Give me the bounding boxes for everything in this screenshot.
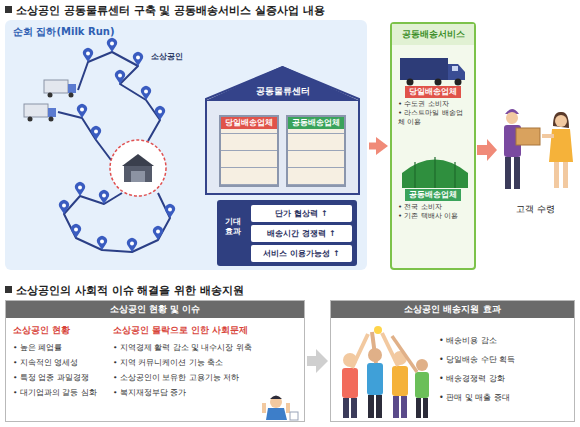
shelf-label: 공동배송업체 xyxy=(288,117,344,129)
bullet-item: • 배송경쟁력 강화 xyxy=(439,369,571,388)
bullet-item: • 지역경제 활력 감소 및 내수시장 위축 xyxy=(113,340,301,355)
bullet-item: • 대기업과의 갈등 심화 xyxy=(13,385,108,400)
carrier-box: 공동배송업체 • 전국 소비자• 기존 택배사 이용 xyxy=(396,152,470,224)
effect-item-box: 단가 협상력 ↑ xyxy=(251,205,352,222)
milk-run-panel: 순회 집하(Milk Run) 공동물류센터당일배송업체 공동배송업체기대 효과 단가… xyxy=(5,20,367,270)
heading-bullet xyxy=(5,286,12,293)
header-band: 소상공인 현황 및 이슈 xyxy=(6,301,304,318)
customer-figure xyxy=(542,112,573,188)
shelf-rack: 당일배송업체 xyxy=(219,115,279,187)
effect-item: 서비스 이용가능성 ↑ xyxy=(251,245,352,262)
bullet-item: • 배송비용 감소 xyxy=(439,331,571,350)
service-panel: 공동배송서비스당일배송업체 • 수도권 소비자• 라스트마일 배송업체 이용공동배… xyxy=(390,22,476,270)
flow-connector xyxy=(307,356,316,366)
bullet-item: • 높은 폐업률 xyxy=(13,340,108,355)
bullet-item: • 지속적인 영세성 xyxy=(13,355,108,370)
delivery-truck xyxy=(400,58,465,86)
section-heading: 소상공인의 사회적 이슈 해결을 위한 배송지원 xyxy=(16,283,244,298)
effect-item: 단가 협상력 ↑ xyxy=(251,205,352,222)
effect-item: 배송시간 경쟁력 ↑ xyxy=(251,225,352,242)
effect-summary-box: 소상공인 배송지원 효과 • 배송비용 감소• 당일배송 수단 획득• 배송경쟁력… xyxy=(330,300,575,422)
bullet-item: • 라스트마일 배송업체 이용 xyxy=(398,109,468,127)
heading-bullet xyxy=(5,6,12,13)
truck-icon xyxy=(44,80,76,98)
truck-icon xyxy=(24,104,56,122)
carrier-label: 당일배송업체 xyxy=(405,86,461,98)
flow-connector xyxy=(369,143,376,150)
bullet-item: • 당일배송 수단 획득 xyxy=(439,350,571,369)
customer-label: 고객 수령 xyxy=(516,204,555,216)
courier-figure xyxy=(504,109,540,189)
bullet-item: • 특정 업종 과밀경쟁 xyxy=(13,370,108,385)
worried-person xyxy=(262,396,298,421)
warehouse-label: 공동물류센터 xyxy=(205,85,360,98)
column-heading: 소상공인 현황 xyxy=(13,325,108,337)
section-heading: 소상공인 공동물류센터 구축 및 공동배송서비스 실증사업 내용 xyxy=(16,3,325,18)
pickup-pin xyxy=(59,38,175,252)
warehouse-tent xyxy=(402,157,468,188)
panel-title: 공동배송서비스 xyxy=(392,24,474,45)
flow-arrow xyxy=(477,139,497,161)
milk-run-route xyxy=(58,52,170,252)
effect-item-box: 배송시간 경쟁력 ↑ xyxy=(251,225,352,242)
bullet-item: • 전국 소비자 xyxy=(398,203,468,212)
warehouse: 공동물류센터당일배송업체 공동배송업체 xyxy=(205,65,360,195)
issue-box: 소상공인 현황 및 이슈소상공인 현황 • 높은 폐업률• 지속적인 영세성• 특… xyxy=(5,300,305,422)
panel-title: 순회 집하(Milk Run) xyxy=(5,20,367,44)
bullet-item: • 기존 택배사 이용 xyxy=(398,212,468,221)
effect-item-box: 서비스 이용가능성 ↑ xyxy=(251,245,352,262)
bullet-item: • 복지재정부담 증가 xyxy=(113,385,301,400)
pin-label: 소상공인 xyxy=(151,51,183,62)
bullet-item: • 지역 커뮤니케이션 기능 축소 xyxy=(113,355,301,370)
bullet-item: • 판매 및 매출 증대 xyxy=(439,388,571,407)
shelf-rack: 공동배송업체 xyxy=(286,115,346,187)
effect-heading: 기대 효과 xyxy=(222,217,244,238)
celebrating-people xyxy=(342,326,429,418)
carrier-box: 당일배송업체 • 수도권 소비자• 라스트마일 배송업체 이용 xyxy=(396,52,470,130)
header-band: 소상공인 배송지원 효과 xyxy=(331,301,574,318)
shelf-label: 당일배송업체 xyxy=(221,117,277,129)
bullet-item: • 소상공인이 보유한 고용기능 저하 xyxy=(113,370,301,385)
effect-box: 기대 효과 단가 협상력 ↑ 배송시간 경쟁력 ↑ 서비스 이용가능성 ↑ xyxy=(217,200,357,266)
bullet-item: • 수도권 소비자 xyxy=(398,100,468,109)
column-heading: 소상공인 몰락으로 인한 사회문제 xyxy=(113,325,301,337)
hub-circle xyxy=(110,140,166,196)
carrier-label: 공동배송업체 xyxy=(405,189,461,201)
